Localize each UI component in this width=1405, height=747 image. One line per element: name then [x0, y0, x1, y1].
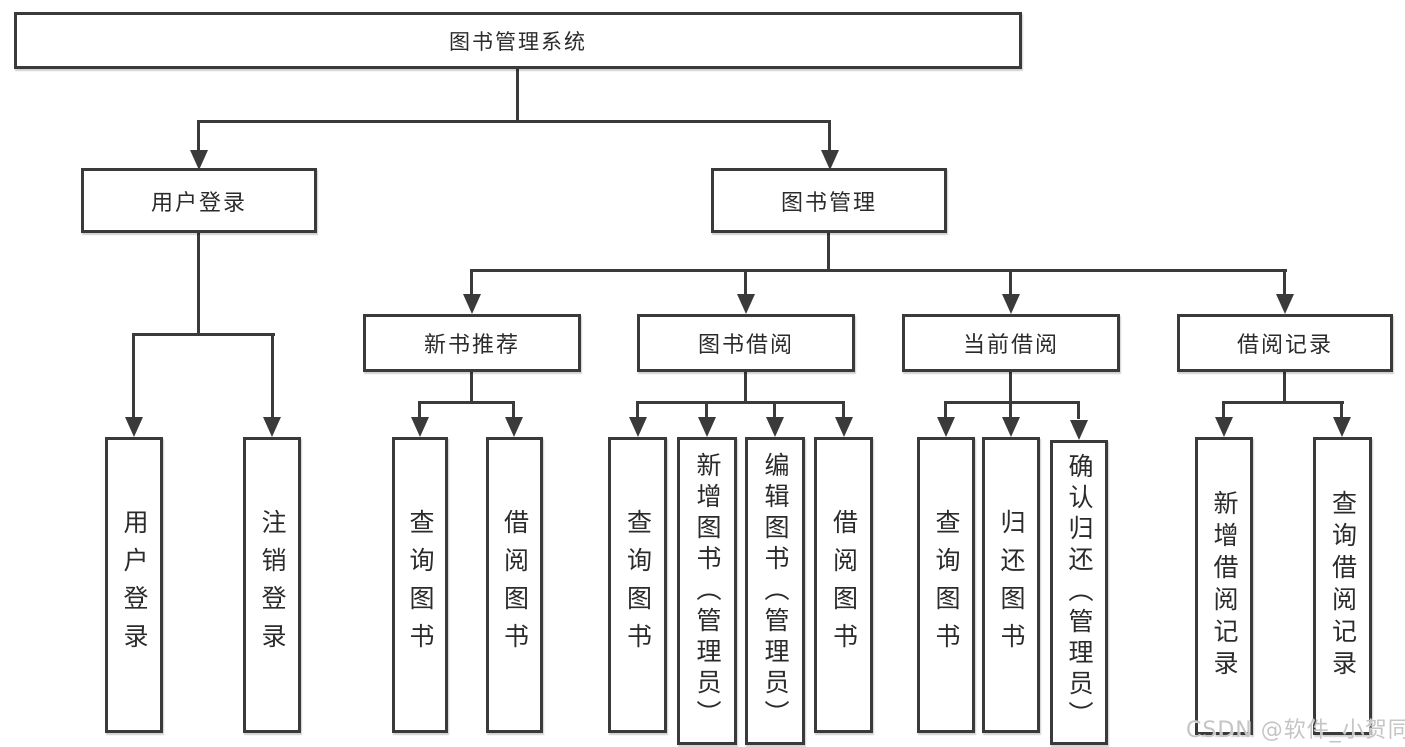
node-label: 用户登录	[150, 190, 247, 216]
arrow-down-icon	[263, 417, 281, 437]
connector-book-management-branch-line	[470, 269, 1287, 272]
connector-stem-line	[418, 401, 421, 419]
arrow-down-icon	[190, 150, 208, 170]
connector-stem-line	[1283, 269, 1286, 296]
arrow-down-icon	[937, 417, 955, 437]
node-label: 确认归还（管理员）	[1065, 453, 1094, 732]
arrow-down-icon	[1002, 294, 1020, 314]
connector-book-borrow-branch-line	[636, 401, 845, 404]
arrow-down-icon	[1070, 420, 1088, 440]
arrow-down-icon	[1215, 417, 1233, 437]
node-query-borrow-record: 查询借阅记录	[1313, 437, 1372, 735]
node-current-borrow: 当前借阅	[902, 314, 1120, 372]
node-label: 注销登录	[258, 509, 287, 661]
node-new-book-recommend: 新书推荐	[363, 314, 581, 372]
connector-stem-line	[271, 333, 274, 419]
connector-new-book-drop-line	[470, 372, 473, 404]
arrow-down-icon	[1333, 417, 1351, 437]
arrow-down-icon	[766, 417, 784, 437]
connector-root-drop-line	[516, 69, 519, 122]
node-add-books-admin: 新增图书（管理员）	[677, 437, 737, 745]
connector-stem-line	[744, 269, 747, 296]
node-label: 查询图书	[932, 509, 961, 661]
arrow-down-icon	[737, 294, 755, 314]
node-borrow-books-leaf: 借阅图书	[814, 437, 873, 733]
connector-stem-line	[828, 120, 831, 152]
node-query-books-recommend: 查询图书	[392, 437, 448, 733]
node-edit-books-admin: 编辑图书（管理员）	[745, 437, 805, 745]
node-label: 图书管理	[780, 190, 877, 216]
connector-stem-line	[944, 401, 947, 419]
node-user-login-leaf: 用户登录	[105, 437, 163, 733]
node-logout-leaf: 注销登录	[243, 437, 301, 733]
node-label: 用户登录	[120, 509, 149, 661]
node-label: 查询借阅记录	[1328, 490, 1358, 682]
node-label: 新增图书（管理员）	[693, 451, 722, 731]
node-query-books-current: 查询图书	[917, 437, 975, 733]
connector-stem-line	[773, 401, 776, 419]
connector-user-login-branch-line	[132, 333, 275, 336]
node-label: 归还图书	[997, 509, 1026, 661]
node-return-books: 归还图书	[982, 437, 1040, 733]
connector-user-login-drop-line	[197, 233, 200, 336]
node-book-management-system: 图书管理系统	[14, 12, 1022, 69]
node-query-books-borrow: 查询图书	[608, 437, 667, 733]
connector-stem-line	[705, 401, 708, 419]
connector-stem-line	[636, 401, 639, 419]
connector-stem-line	[1077, 401, 1080, 419]
arrow-down-icon	[698, 417, 716, 437]
arrow-down-icon	[821, 150, 839, 170]
csdn-watermark: CSDN @软件_小贺同学	[1186, 718, 1405, 743]
node-book-management: 图书管理	[711, 168, 947, 233]
connector-current-borrow-drop-line	[1009, 372, 1012, 404]
node-label: 借阅记录	[1236, 333, 1333, 358]
connector-book-management-drop-line	[827, 233, 830, 272]
connector-stem-line	[132, 333, 135, 419]
node-borrow-records: 借阅记录	[1177, 314, 1393, 372]
node-book-borrow: 图书借阅	[637, 314, 855, 372]
node-label: 当前借阅	[962, 333, 1059, 358]
connector-stem-line	[470, 269, 473, 296]
connector-current-borrow-branch-line	[944, 401, 1080, 404]
node-label: 图书管理系统	[449, 29, 587, 54]
arrow-down-icon	[1276, 294, 1294, 314]
arrow-down-icon	[463, 294, 481, 314]
connector-borrow-records-branch-line	[1222, 401, 1344, 404]
connector-stem-line	[197, 120, 200, 152]
arrow-down-icon	[505, 417, 523, 437]
arrow-down-icon	[1002, 417, 1020, 437]
connector-borrow-records-drop-line	[1283, 372, 1286, 404]
arrow-down-icon	[125, 417, 143, 437]
node-label: 新书推荐	[423, 333, 520, 358]
node-add-borrow-record: 新增借阅记录	[1195, 437, 1253, 735]
connector-new-book-branch-line	[418, 401, 515, 404]
arrow-down-icon	[411, 417, 429, 437]
arrow-down-icon	[835, 417, 853, 437]
node-label: 新增借阅记录	[1210, 490, 1239, 682]
connector-book-borrow-drop-line	[744, 372, 747, 404]
connector-root-branch-line	[197, 120, 831, 123]
node-borrow-books-recommend: 借阅图书	[486, 437, 543, 733]
node-label: 查询图书	[406, 509, 435, 661]
arrow-down-icon	[629, 417, 647, 437]
node-user-login: 用户登录	[81, 168, 317, 233]
connector-stem-line	[1009, 401, 1012, 419]
node-confirm-return-admin: 确认归还（管理员）	[1050, 440, 1108, 745]
connector-stem-line	[1009, 269, 1012, 296]
node-label: 查询图书	[623, 509, 653, 661]
node-label: 编辑图书（管理员）	[761, 451, 790, 731]
node-label: 借阅图书	[500, 509, 530, 661]
connector-stem-line	[512, 401, 515, 419]
connector-stem-line	[842, 401, 845, 419]
node-label: 借阅图书	[829, 509, 859, 661]
connector-stem-line	[1340, 401, 1343, 419]
node-label: 图书借阅	[697, 333, 794, 358]
connector-stem-line	[1222, 401, 1225, 419]
